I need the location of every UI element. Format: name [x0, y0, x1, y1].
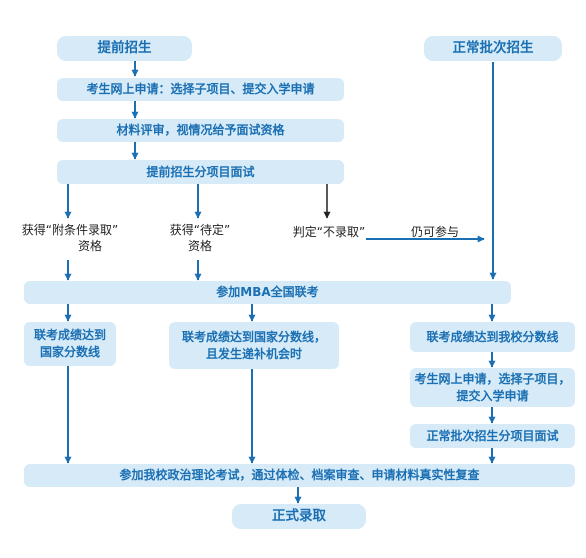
advance-admission-label: 提前招生	[97, 40, 152, 56]
outcome-conditional: 获得“附条件录取” 资格	[8, 222, 132, 254]
final-checks-label: 参加我校政治理论考试，通过体检、档案审查、申请材料真实性复查	[119, 468, 480, 482]
outcome-pending: 获得“待定” 资格	[152, 222, 248, 254]
regular-batch-label: 正常批次招生	[452, 40, 534, 56]
still-can-participate: 仍可参与	[402, 224, 468, 240]
outcome-pending-line2: 资格	[187, 239, 212, 253]
regular-batch-box: 正常批次招生	[424, 36, 562, 61]
online-application-right-line1: 考生网上申请，选择子项目，	[414, 371, 571, 386]
still-can-participate-label: 仍可参与	[410, 225, 459, 239]
final-admission-box: 正式录取	[232, 504, 366, 529]
national-line-left-line1: 联考成绩达到	[33, 328, 106, 342]
national-line-middle-line1: 联考成绩达到国家分数线，	[181, 329, 326, 344]
advance-interview-label: 提前招生分项目面试	[146, 164, 255, 179]
school-line-right-box: 联考成绩达到我校分数线	[410, 322, 575, 352]
outcome-pending-line1: 获得“待定”	[169, 223, 231, 237]
regular-interview-label: 正常批次招生分项目面试	[426, 428, 559, 443]
outcome-conditional-line2: 资格	[77, 239, 102, 253]
national-line-left-line2: 国家分数线	[39, 345, 100, 359]
outcome-rejected: 判定“不录取”	[281, 224, 377, 240]
national-line-middle-box: 联考成绩达到国家分数线， 且发生递补机会时	[169, 322, 339, 369]
material-review-label: 材料评审，视情况给予面试资格	[116, 123, 285, 137]
national-line-middle-line2: 且发生递补机会时	[205, 346, 302, 361]
online-application-right-box: 考生网上申请，选择子项目， 提交入学申请	[410, 368, 575, 407]
regular-interview-box: 正常批次招生分项目面试	[410, 424, 575, 448]
national-exam-label: 参加MBA全国联考	[216, 285, 319, 299]
national-exam-box: 参加MBA全国联考	[24, 281, 511, 304]
material-review-box: 材料评审，视情况给予面试资格	[57, 119, 344, 142]
online-application-left-box: 考生网上申请：选择子项目、提交入学申请	[57, 78, 344, 101]
school-line-right-label: 联考成绩达到我校分数线	[426, 329, 559, 344]
advance-interview-box: 提前招生分项目面试	[57, 160, 344, 184]
online-application-left-label: 考生网上申请：选择子项目、提交入学申请	[86, 82, 315, 96]
final-admission-label: 正式录取	[272, 508, 326, 524]
outcome-rejected-label: 判定“不录取”	[292, 225, 366, 239]
online-application-right-line2: 提交入学申请	[456, 388, 529, 403]
national-line-left-box: 联考成绩达到 国家分数线	[24, 322, 116, 366]
outcome-conditional-line1: 获得“附条件录取”	[21, 223, 119, 237]
final-checks-box: 参加我校政治理论考试，通过体检、档案审查、申请材料真实性复查	[24, 464, 575, 487]
advance-admission-box: 提前招生	[57, 36, 192, 61]
